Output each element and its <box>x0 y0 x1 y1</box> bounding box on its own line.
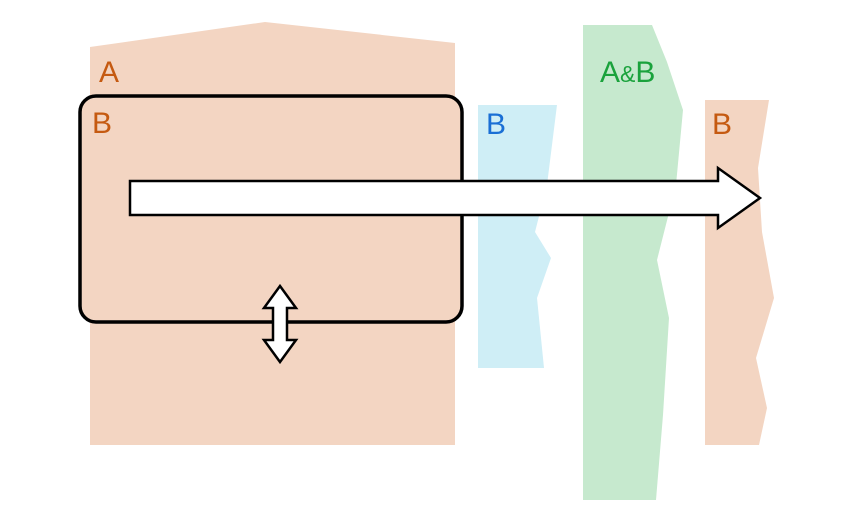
label-box-b: B <box>92 107 112 140</box>
strip-b-cyan <box>478 105 557 368</box>
label-strip-b-cyan: B <box>486 108 506 141</box>
label-strip-ab-a: A <box>600 56 620 89</box>
label-strip-ab-b: B <box>635 56 655 89</box>
label-strip-b-right: B <box>712 108 732 141</box>
strip-ab-green <box>583 25 683 500</box>
label-strip-ab: A&B <box>600 56 655 89</box>
label-a: A <box>99 56 119 89</box>
flow-arrow <box>128 165 763 231</box>
strip-b-right <box>705 100 774 445</box>
double-arrow-vertical <box>261 283 299 365</box>
label-strip-ab-amp: & <box>620 61 635 87</box>
